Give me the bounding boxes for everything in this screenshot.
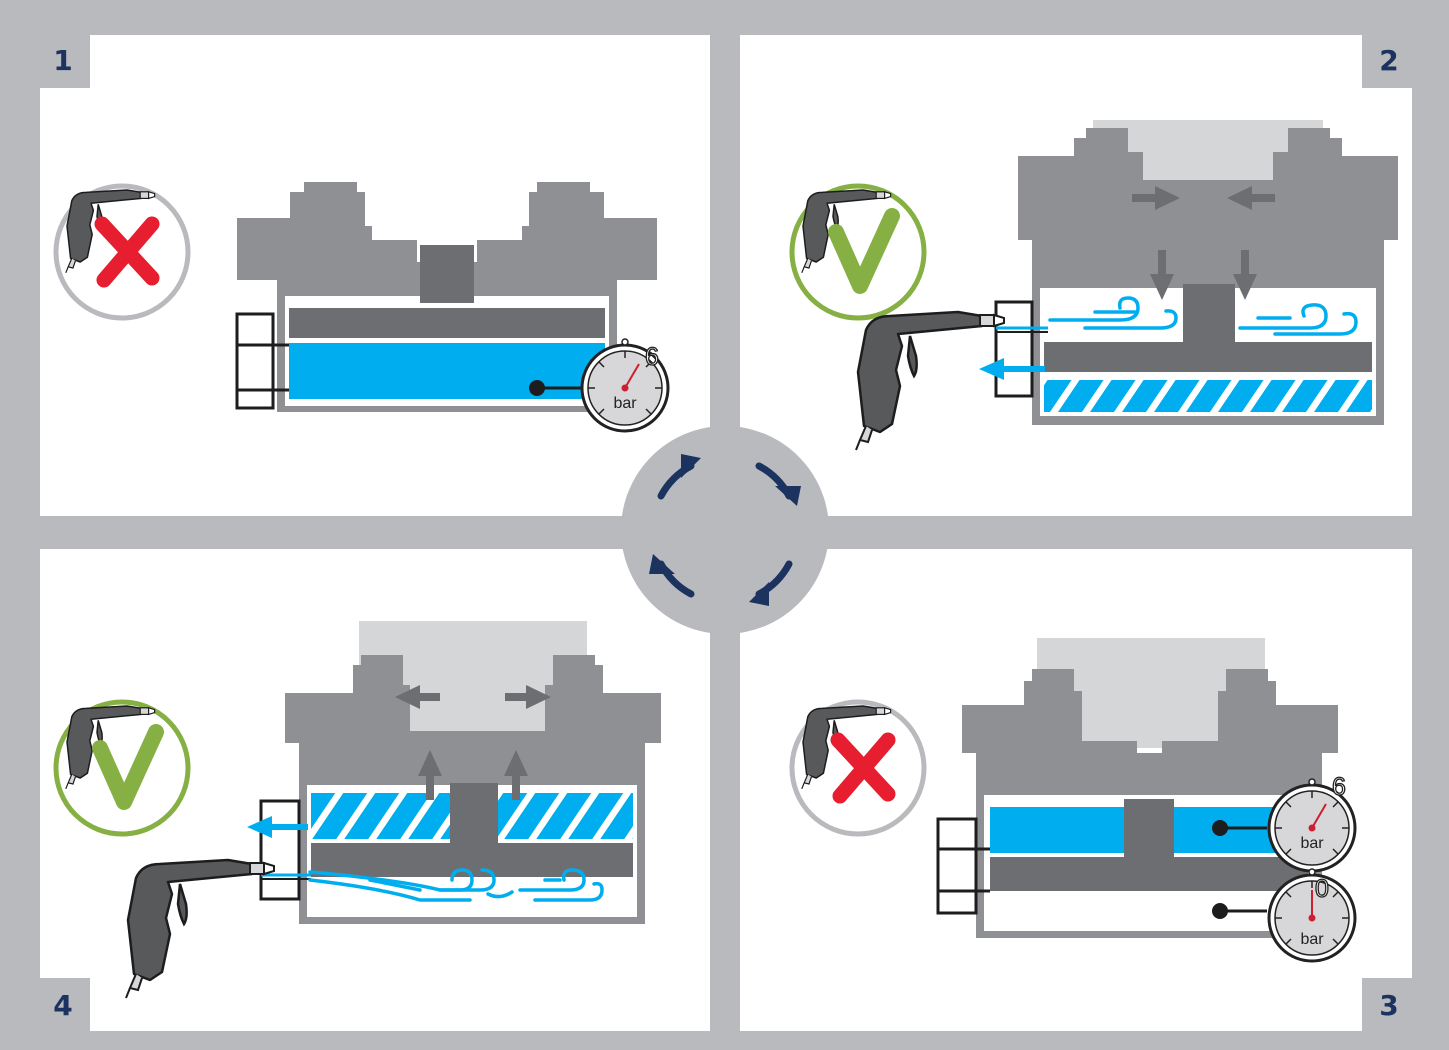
circular-arrows-icon (621, 426, 829, 634)
step-number-2: 2 (1379, 44, 1398, 77)
air-gun-allowed-icon (56, 702, 188, 834)
air-gun-forbidden-icon (56, 186, 188, 318)
gauge-unit-3-upper: bar (1300, 835, 1324, 852)
air-gun-forbidden-icon (792, 702, 924, 834)
step-tab-1: 1 (40, 35, 90, 88)
air-gun-allowed-icon (792, 186, 924, 318)
gauge-value-3-upper: 6 (1332, 773, 1346, 801)
gauge-value-3-lower: 0 (1315, 875, 1329, 903)
gauge-value-1: 6 (645, 343, 659, 371)
step-number-3: 3 (1379, 989, 1398, 1022)
step-number-4: 4 (53, 989, 72, 1022)
step-number-1: 1 (53, 44, 72, 77)
step-tab-2: 2 (1362, 35, 1412, 88)
step-tab-4: 4 (40, 978, 90, 1031)
step-tab-3: 3 (1362, 978, 1412, 1031)
gauge-unit-1: bar (613, 395, 637, 412)
clamp-unit-2 (996, 120, 1398, 425)
gauge-unit-3-lower: bar (1300, 931, 1324, 948)
